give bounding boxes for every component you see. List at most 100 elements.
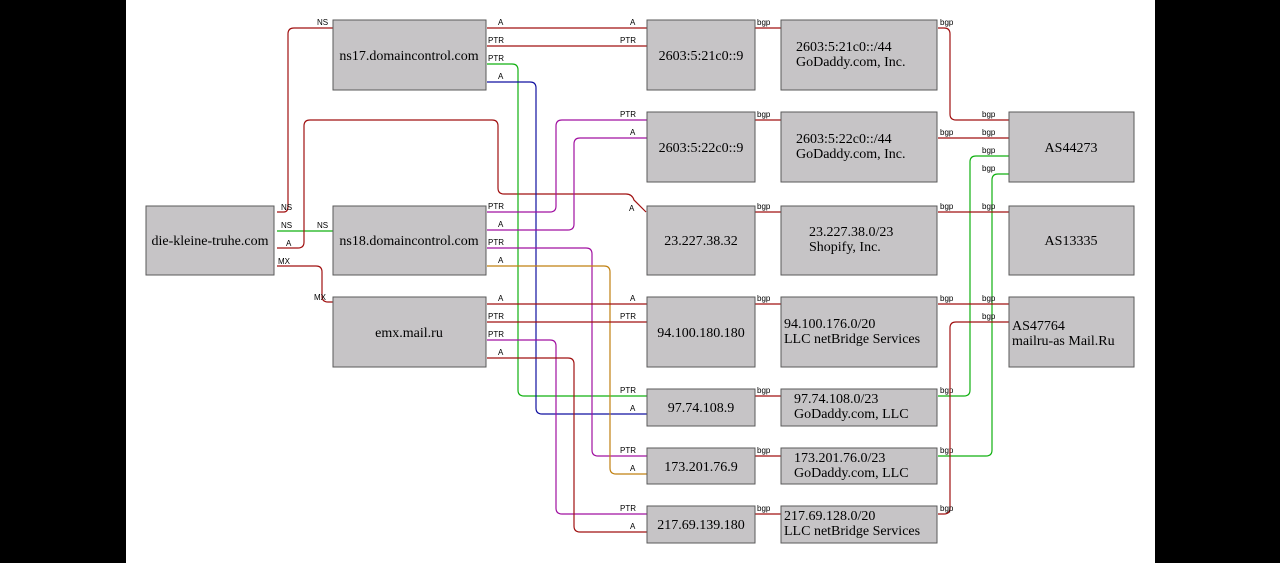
edge-label-bgp: bgp bbox=[940, 18, 954, 27]
diagram-canvas: NS NS NS NS A A MX MX A A PTR PTR bbox=[126, 0, 1155, 563]
edge-label-ptr: PTR bbox=[620, 386, 636, 395]
node-ip-23: 23.227.38.32 bbox=[646, 205, 756, 276]
node-net-prefix: 23.227.38.0/23 bbox=[809, 225, 893, 240]
edge-label-ptr: PTR bbox=[488, 330, 504, 339]
edge-domain-ns18: NS NS bbox=[277, 221, 333, 232]
edge-label-ns: NS bbox=[281, 203, 292, 212]
node-net-owner: LLC netBridge Services bbox=[784, 524, 920, 539]
node-as44273-label: AS44273 bbox=[1045, 141, 1098, 156]
node-ip-2603-22: 2603:5:22c0::9 bbox=[646, 111, 756, 183]
edge-label-ns: NS bbox=[281, 221, 292, 230]
edge-label-a: A bbox=[498, 256, 504, 265]
edge-label-a: A bbox=[498, 72, 504, 81]
edge-label-a: A bbox=[498, 348, 504, 357]
node-ns18: ns18.domaincontrol.com bbox=[332, 205, 487, 276]
node-net-217: 217.69.128.0/20 LLC netBridge Services bbox=[780, 505, 938, 544]
edge-label-a: A bbox=[498, 294, 504, 303]
edge-ns18-2603-22: PTR PTR A A bbox=[487, 110, 647, 231]
edge-label-bgp: bgp bbox=[982, 294, 996, 303]
edge-label-bgp: bgp bbox=[982, 202, 996, 211]
node-ip-173-label: 173.201.76.9 bbox=[664, 460, 738, 475]
edge-mx-217: PTR PTR A A bbox=[487, 330, 647, 533]
node-ip-2603-22-label: 2603:5:22c0::9 bbox=[659, 141, 744, 156]
edge-label-mx: MX bbox=[314, 293, 327, 302]
edge-label-ptr: PTR bbox=[620, 446, 636, 455]
edge-label-a: A bbox=[498, 18, 504, 27]
edge-domain-a: A A bbox=[277, 119, 647, 249]
node-ip-94-label: 94.100.180.180 bbox=[657, 326, 745, 341]
edge-label-ptr: PTR bbox=[488, 202, 504, 211]
node-net-owner: GoDaddy.com, Inc. bbox=[796, 147, 906, 162]
edge-domain-mx: MX MX bbox=[277, 257, 333, 303]
edge-net-as47764: bgp bgp bgp bgp bbox=[938, 294, 1009, 515]
edge-label-bgp: bgp bbox=[982, 128, 996, 137]
edge-ns17-2603-21: A A PTR PTR bbox=[487, 18, 647, 47]
edge-label-bgp: bgp bbox=[757, 386, 771, 395]
node-net-owner: GoDaddy.com, LLC bbox=[794, 407, 909, 422]
node-net-prefix: 2603:5:21c0::/44 bbox=[796, 40, 892, 55]
edge-label-ptr: PTR bbox=[488, 238, 504, 247]
edge-label-a: A bbox=[629, 204, 635, 213]
edge-label-bgp: bgp bbox=[982, 110, 996, 119]
edge-label-a: A bbox=[498, 220, 504, 229]
node-net-prefix: 97.74.108.0/23 bbox=[794, 392, 878, 407]
edge-mx-94: A A PTR PTR bbox=[487, 294, 647, 323]
edge-label-bgp: bgp bbox=[757, 202, 771, 211]
node-net-owner: Shopify, Inc. bbox=[809, 240, 881, 255]
edge-label-a: A bbox=[630, 128, 636, 137]
edge-label-ptr: PTR bbox=[620, 312, 636, 321]
node-ip-2603-21: 2603:5:21c0::9 bbox=[646, 19, 756, 91]
edge-label-bgp: bgp bbox=[757, 110, 771, 119]
edge-label-a: A bbox=[630, 522, 636, 531]
node-net-2603-21: 2603:5:21c0::/44 GoDaddy.com, Inc. bbox=[780, 19, 938, 91]
node-as13335-label: AS13335 bbox=[1045, 234, 1098, 249]
edge-label-bgp: bgp bbox=[982, 146, 996, 155]
node-domain-label: die-kleine-truhe.com bbox=[151, 234, 268, 249]
node-mx: emx.mail.ru bbox=[332, 296, 487, 368]
node-ip-23-label: 23.227.38.32 bbox=[664, 234, 738, 249]
edge-label-bgp: bgp bbox=[940, 128, 954, 137]
node-ip-173: 173.201.76.9 bbox=[646, 447, 756, 485]
node-domain: die-kleine-truhe.com bbox=[145, 205, 275, 276]
node-net-prefix: 94.100.176.0/20 bbox=[784, 317, 875, 332]
node-mx-label: emx.mail.ru bbox=[375, 326, 443, 341]
edge-ip-net-bgp: bgp bgp bgp bgp bgp bgp bgp bbox=[755, 18, 781, 515]
edge-ns17-97: PTR PTR bbox=[487, 54, 647, 397]
node-as13335: AS13335 bbox=[1008, 205, 1135, 276]
edge-label-ptr: PTR bbox=[488, 312, 504, 321]
edge-label-a: A bbox=[630, 464, 636, 473]
dns-graph: NS NS NS NS A A MX MX A A PTR PTR bbox=[145, 18, 1135, 544]
edge-label-bgp: bgp bbox=[982, 312, 996, 321]
node-as47764-label: AS47764 bbox=[1012, 319, 1065, 334]
edge-label-bgp: bgp bbox=[757, 446, 771, 455]
edge-label-bgp: bgp bbox=[940, 446, 954, 455]
node-net-owner: GoDaddy.com, Inc. bbox=[796, 55, 906, 70]
node-net-173: 173.201.76.0/23 GoDaddy.com, LLC bbox=[780, 447, 938, 485]
edge-label-a: A bbox=[630, 404, 636, 413]
edge-label-bgp: bgp bbox=[940, 294, 954, 303]
node-net-prefix: 2603:5:22c0::/44 bbox=[796, 132, 892, 147]
edge-label-a: A bbox=[630, 18, 636, 27]
node-net-97: 97.74.108.0/23 GoDaddy.com, LLC bbox=[780, 388, 938, 427]
node-ip-217: 217.69.139.180 bbox=[646, 505, 756, 544]
edge-label-bgp: bgp bbox=[757, 294, 771, 303]
edge-label-bgp: bgp bbox=[940, 504, 954, 513]
edge-label-ns: NS bbox=[317, 221, 328, 230]
node-net-owner: LLC netBridge Services bbox=[784, 332, 920, 347]
node-ip-97-label: 97.74.108.9 bbox=[668, 401, 735, 416]
node-net-94: 94.100.176.0/20 LLC netBridge Services bbox=[780, 296, 938, 368]
edge-label-bgp: bgp bbox=[982, 164, 996, 173]
edge-label-bgp: bgp bbox=[757, 18, 771, 27]
node-ip-94: 94.100.180.180 bbox=[646, 296, 756, 368]
node-ip-97: 97.74.108.9 bbox=[646, 388, 756, 427]
edge-label-ptr: PTR bbox=[620, 36, 636, 45]
edge-net-as13335: bgp bgp bbox=[938, 202, 1009, 213]
node-ip-2603-21-label: 2603:5:21c0::9 bbox=[659, 49, 744, 64]
edge-ns18-173: PTR PTR A A bbox=[487, 238, 647, 475]
edge-label-a: A bbox=[286, 239, 292, 248]
edge-ns17-97-a: A A bbox=[487, 72, 647, 415]
edge-label-ptr: PTR bbox=[488, 54, 504, 63]
edge-label-bgp: bgp bbox=[940, 386, 954, 395]
node-net-2603-22: 2603:5:22c0::/44 GoDaddy.com, Inc. bbox=[780, 111, 938, 183]
node-ns18-label: ns18.domaincontrol.com bbox=[339, 234, 478, 249]
